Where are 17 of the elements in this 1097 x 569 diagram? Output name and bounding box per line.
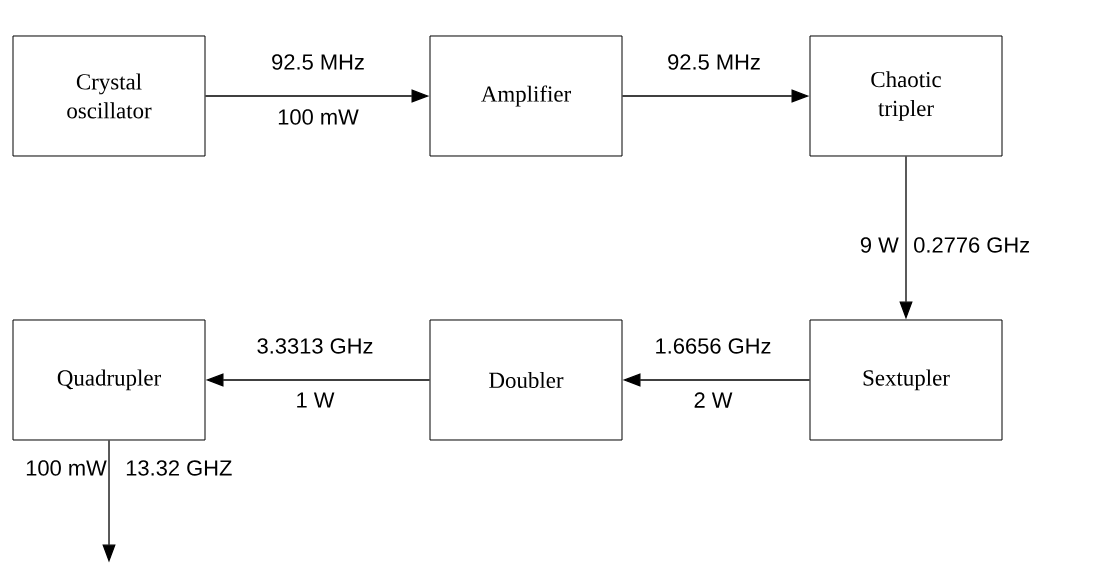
block-box: Quadrupler xyxy=(12,319,206,441)
power-label: 100 mW xyxy=(278,109,359,125)
power-label: 9 W xyxy=(860,237,899,253)
edge-label: 3.3313 GHz xyxy=(255,337,375,355)
edge-label: 1.6656 GHz xyxy=(653,337,773,355)
power-label: 2 W xyxy=(694,392,733,408)
edge-label: 13.32 GHZ xyxy=(124,459,234,477)
power-label: 100 mW xyxy=(26,460,107,476)
block-box: Crystal oscillator xyxy=(12,35,206,157)
power-label: 1 W xyxy=(297,392,335,408)
edge-label: 92.5 MHz xyxy=(270,53,366,71)
block-box: Amplifier xyxy=(429,35,623,157)
block-box: Chaotic tripler xyxy=(809,35,1003,157)
edge-label: 92.5 MHz xyxy=(666,53,762,71)
block-box: Sextupler xyxy=(809,319,1003,441)
block-box: Doubler xyxy=(429,319,623,441)
edge-label: 0.2776 GHz xyxy=(912,236,1032,254)
